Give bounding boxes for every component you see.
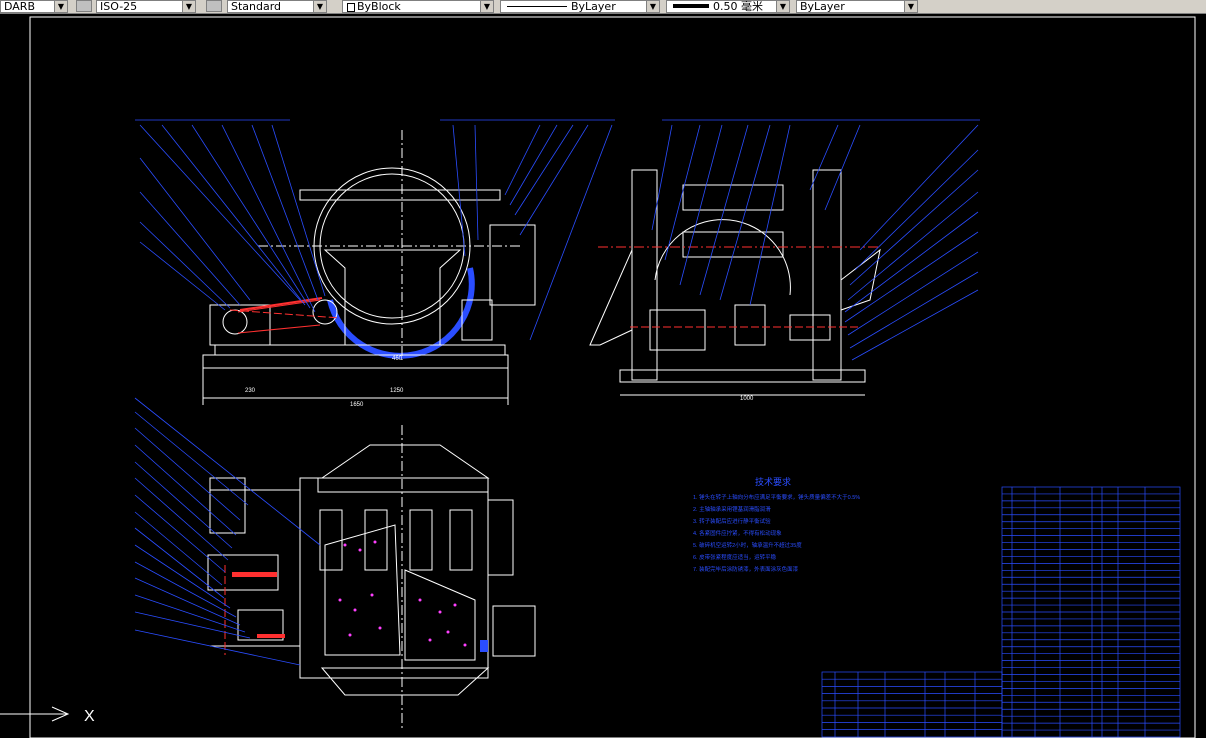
- tech-title: 技术要求: [755, 476, 791, 487]
- tech-line-1: 1. 锤头在转子上轴向分布应满足平衡要求，锤头质量偏差不大于0.5%: [693, 493, 860, 501]
- linetype-combo[interactable]: ByLayer ▼: [500, 0, 660, 13]
- dim-plan-width: 460: [392, 356, 403, 362]
- technical-requirements: 技术要求 1. 锤头在转子上轴向分布应满足平衡要求，锤头质量偏差不大于0.5% …: [693, 476, 860, 573]
- table-style-value: Standard: [231, 0, 282, 13]
- color-value: ByBlock: [357, 0, 401, 13]
- dim-front-left: 230: [245, 388, 256, 394]
- plot-style-combo[interactable]: ByLayer ▼: [796, 0, 918, 13]
- ucs-icon: [0, 706, 70, 722]
- lineweight-combo[interactable]: 0.50 毫米 ▼: [666, 0, 790, 13]
- ucs-x-label: X: [84, 708, 95, 725]
- text-style-value: DARB: [4, 0, 35, 13]
- drawing-frame: [29, 16, 1196, 738]
- table-style-icon[interactable]: [206, 0, 222, 12]
- tech-line-4: 4. 各紧固件应拧紧，不得有松动现象: [693, 529, 782, 537]
- linetype-value: ByLayer: [571, 0, 616, 13]
- plan-leaders: [134, 397, 321, 666]
- front-leaders: [135, 119, 615, 341]
- plan-view: [207, 425, 536, 730]
- lineweight-sample-icon: [673, 4, 709, 8]
- dimension-style-value: ISO-25: [100, 0, 138, 13]
- tech-line-2: 2. 主轴轴承采用锂基润滑脂润滑: [693, 505, 771, 513]
- properties-toolbar: DARB ▼ ISO-25 ▼ Standard ▼ ByBlock ▼ ByLayer…: [0, 0, 1206, 14]
- side-leaders: [651, 119, 980, 361]
- drawing-canvas[interactable]: 1650 1250 230 1000 460 技术要求 1. 锤头在转子上轴向分…: [0, 14, 1206, 738]
- tech-line-7: 7. 装配完毕后涂防锈漆，外表面涂灰色面漆: [693, 565, 799, 573]
- plot-style-value: ByLayer: [800, 0, 845, 13]
- chevron-down-icon[interactable]: ▼: [776, 1, 789, 12]
- chevron-down-icon[interactable]: ▼: [904, 1, 917, 12]
- table-style-combo[interactable]: Standard ▼: [227, 0, 327, 13]
- linetype-sample-icon: [507, 6, 567, 7]
- lineweight-value: 0.50 毫米: [713, 0, 763, 13]
- chevron-down-icon[interactable]: ▼: [54, 1, 67, 12]
- chevron-down-icon[interactable]: ▼: [646, 1, 659, 12]
- tech-line-3: 3. 转子装配后应进行静平衡试验: [693, 517, 771, 525]
- dim-side-base: 1000: [740, 396, 754, 402]
- side-view: [589, 169, 881, 396]
- text-style-combo[interactable]: DARB ▼: [0, 0, 68, 13]
- parts-list: [821, 486, 1181, 738]
- dimensions: 1650 1250 230 1000 460: [245, 356, 754, 408]
- chevron-down-icon[interactable]: ▼: [182, 1, 195, 12]
- color-swatch-icon: [347, 3, 355, 12]
- dim-front-base: 1250: [390, 388, 404, 394]
- dimension-style-icon[interactable]: [76, 0, 92, 12]
- chevron-down-icon[interactable]: ▼: [313, 1, 326, 12]
- tech-line-6: 6. 皮带张紧程度应适当，运转平稳: [693, 553, 777, 561]
- plan-accents: [232, 540, 488, 652]
- dim-front-total: 1650: [350, 402, 364, 408]
- tech-line-5: 5. 破碎机空运转2小时，轴承温升不超过35度: [693, 541, 802, 549]
- color-combo[interactable]: ByBlock ▼: [342, 0, 494, 13]
- chevron-down-icon[interactable]: ▼: [480, 1, 493, 12]
- front-view: [202, 130, 536, 405]
- dimension-style-combo[interactable]: ISO-25 ▼: [96, 0, 196, 13]
